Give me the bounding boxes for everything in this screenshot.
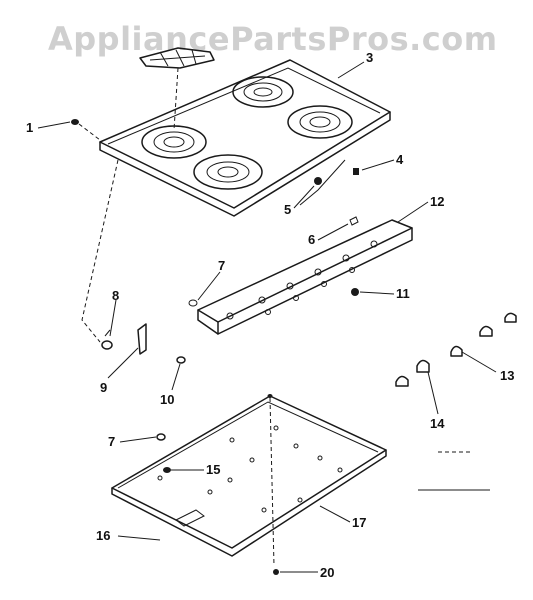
- callout-8: 8: [112, 288, 119, 303]
- callout-7-upper: 7: [218, 258, 225, 273]
- bottom-panel: [111, 394, 387, 557]
- bracket-part-9: [137, 323, 147, 355]
- callout-20: 20: [320, 565, 334, 580]
- knobs-part-13: [450, 312, 517, 357]
- knobs-part-14: [395, 359, 430, 387]
- cooktop-maintop: [99, 59, 391, 217]
- callout-11: 11: [396, 286, 410, 301]
- screw-part-6: [349, 216, 359, 226]
- burner-bowl-rear-left: [141, 125, 207, 159]
- screw-part-20: [273, 569, 279, 575]
- burner-bowl-front-right: [287, 105, 353, 139]
- alignment-line: [173, 67, 179, 131]
- callout-9: 9: [100, 380, 107, 395]
- callout-5: 5: [284, 202, 291, 217]
- callout-17: 17: [352, 515, 366, 530]
- callouts: 1 3 4 5 6 12 7 11 8 9 10 13 14 7 15 16 1…: [26, 50, 514, 580]
- screw-part-1: [71, 119, 101, 141]
- callout-1: 1: [26, 120, 33, 135]
- nut-part-11: [351, 288, 359, 296]
- screw-part-7-upper: [188, 299, 198, 307]
- callout-3: 3: [366, 50, 373, 65]
- callout-6: 6: [308, 232, 315, 247]
- alignment-line-left: [81, 159, 119, 343]
- callout-7-lower: 7: [108, 434, 115, 449]
- burner-grate: [139, 47, 215, 69]
- alignment-line-bottom: [269, 397, 275, 567]
- leader-lines: [37, 61, 497, 573]
- callout-12: 12: [430, 194, 444, 209]
- clip-part-5: [299, 159, 346, 206]
- callout-10: 10: [160, 392, 174, 407]
- clip-part-4: [353, 168, 359, 175]
- screw-part-7-lower: [156, 433, 166, 441]
- orifice-part-8: [101, 329, 113, 350]
- callout-14: 14: [430, 416, 445, 431]
- callout-15: 15: [206, 462, 220, 477]
- callout-16: 16: [96, 528, 110, 543]
- callout-13: 13: [500, 368, 514, 383]
- screw-part-10: [176, 356, 186, 364]
- callout-4: 4: [396, 152, 404, 167]
- burner-bowl-front-left: [193, 154, 263, 190]
- watermark: AppliancePartsPros.com: [48, 20, 498, 58]
- manifold-panel: [197, 219, 413, 335]
- burner-bowl-rear-right: [232, 76, 294, 108]
